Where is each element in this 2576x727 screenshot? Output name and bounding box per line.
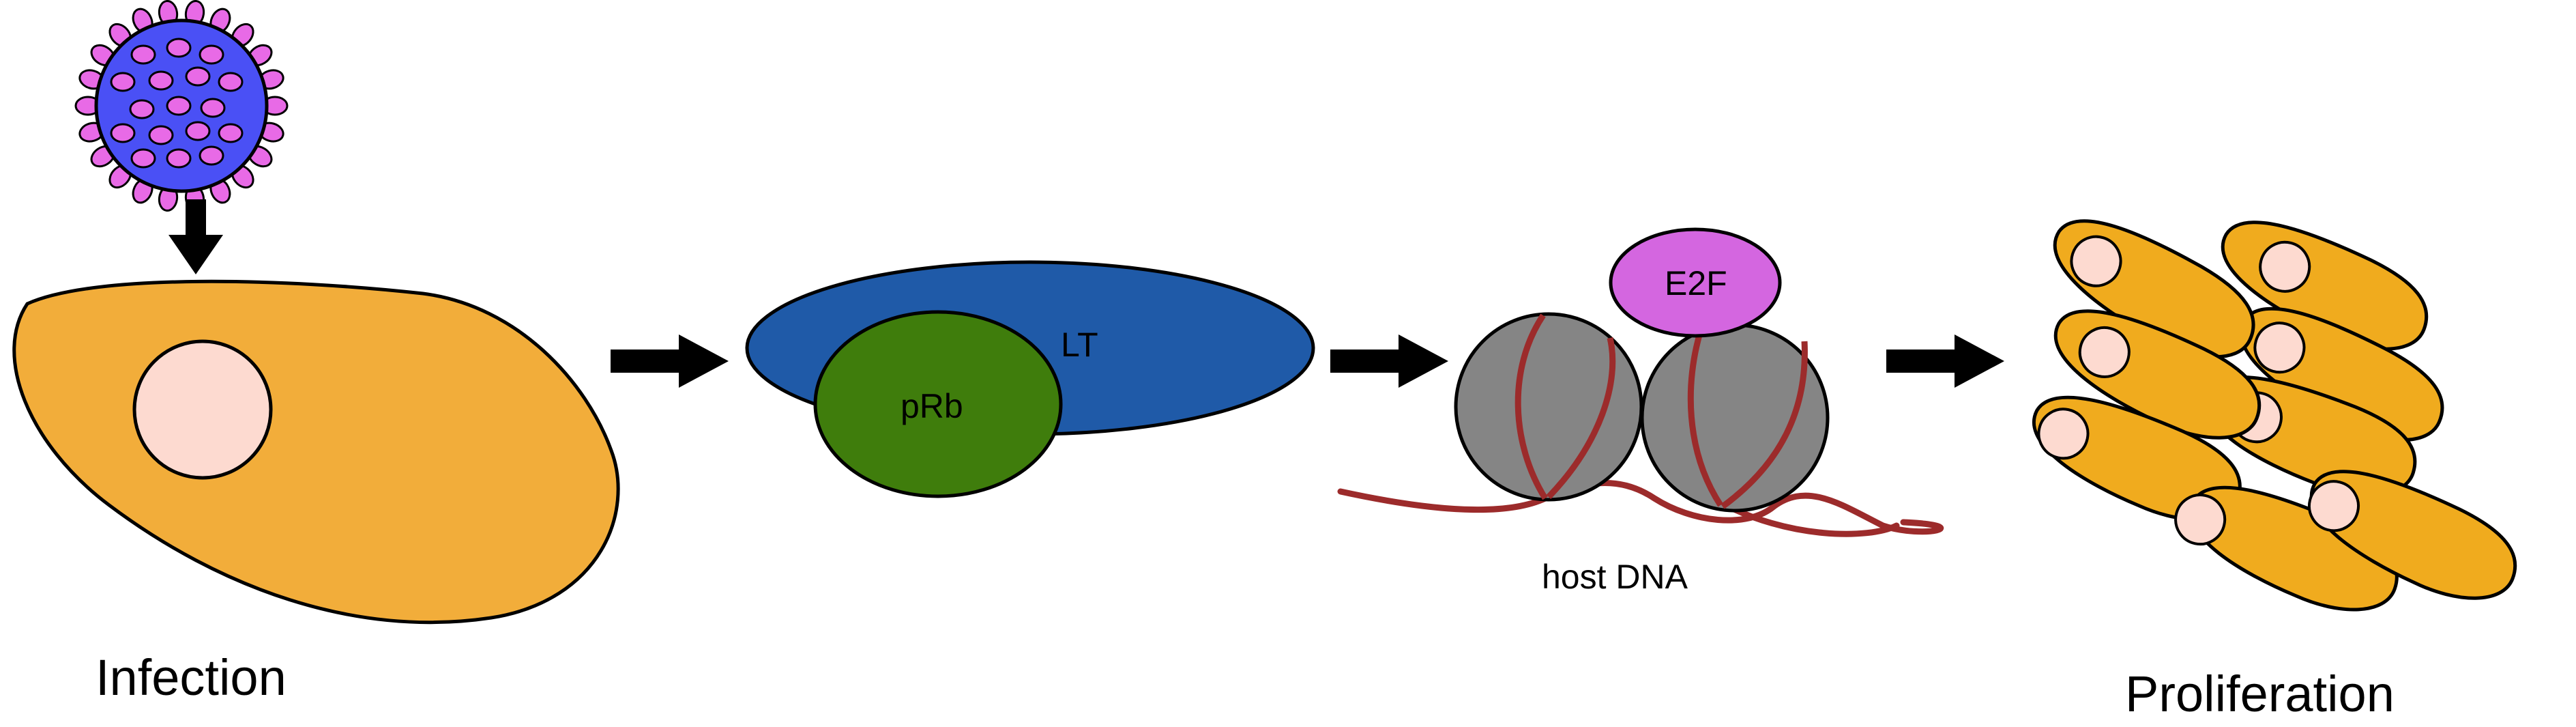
proliferation-panel [2032, 219, 2517, 612]
histone-core-right [1640, 323, 1830, 513]
virus-inner-particle [148, 70, 174, 91]
virus-inner-particles [110, 38, 244, 169]
proliferating-cell-nucleus [2037, 408, 2090, 460]
virus-inner-particle [200, 98, 226, 118]
proliferating-cell [2221, 220, 2429, 351]
virus-inner-particle [110, 72, 136, 92]
host-dna-label: host DNA [1542, 558, 1688, 596]
proliferating-cell [2032, 395, 2242, 522]
virus-inner-particle [166, 96, 192, 116]
histone-left [1454, 312, 1643, 502]
dna-wrap-right-b [1721, 341, 1808, 509]
step-arrow-3 [1886, 334, 2004, 388]
proliferating-cell [2053, 309, 2262, 440]
virus-inner-particle [185, 121, 211, 141]
proliferating-cell [2053, 219, 2255, 359]
virus-inner-particle [130, 44, 156, 65]
prb-label: pRb [901, 387, 963, 425]
proliferation-label: Proliferation [2125, 666, 2395, 722]
virus-inner-particle [166, 148, 192, 169]
proliferating-cell [2174, 485, 2399, 612]
host-dna-strand [1337, 480, 1944, 535]
host-cell-body [12, 279, 620, 625]
virus-inner-particle [129, 99, 155, 119]
chromatin-panel: E2F host DNA [1337, 227, 1944, 596]
infection-panel: Infection [12, 0, 620, 706]
e2f-factor: E2F [1609, 227, 1782, 338]
step-arrow-2 [1330, 334, 1448, 388]
virus-inner-particle [110, 123, 136, 143]
infection-label: Infection [96, 649, 287, 706]
virus-inner-particle [199, 44, 224, 65]
proliferating-cell-nucleus [2253, 322, 2306, 374]
proliferating-cell-nucleus [2070, 235, 2122, 287]
step-arrow-1 [611, 334, 729, 388]
dna-wrap-right-a [1687, 329, 1723, 507]
virus-inner-particle [199, 145, 224, 166]
e2f-protein [1609, 227, 1782, 338]
virus-particle [74, 0, 289, 212]
proliferating-cell-nucleus [2259, 240, 2311, 293]
proliferating-cell-body [2309, 470, 2517, 600]
lt-label: LT [1061, 326, 1098, 364]
proliferating-cell-nucleus [2174, 494, 2227, 546]
host-dna-tail [1716, 498, 1900, 537]
e2f-label: E2F [1665, 264, 1727, 302]
proliferating-cell-nucleus [2307, 480, 2360, 532]
dna-wrap-left-b [1546, 337, 1616, 500]
proliferating-cell-body [2189, 485, 2399, 612]
virus-inner-particle [130, 148, 156, 169]
host-cell [12, 279, 620, 625]
entry-arrow [169, 199, 223, 274]
proliferating-cell-nucleus [2078, 326, 2131, 378]
virus-inner-particle [166, 38, 192, 58]
dna-wrap-left-a [1514, 313, 1548, 500]
virus-inner-particle [185, 66, 211, 87]
virus-inner-particle [218, 72, 244, 92]
virus-inner-particle [148, 125, 174, 145]
virus-inner-particle [218, 123, 244, 143]
prb-protein [813, 310, 1063, 498]
host-cell-nucleus [132, 339, 273, 480]
lt-prb-complex: LT pRb [745, 260, 1315, 498]
histone-right [1640, 323, 1830, 513]
proliferating-cell [2307, 470, 2517, 600]
